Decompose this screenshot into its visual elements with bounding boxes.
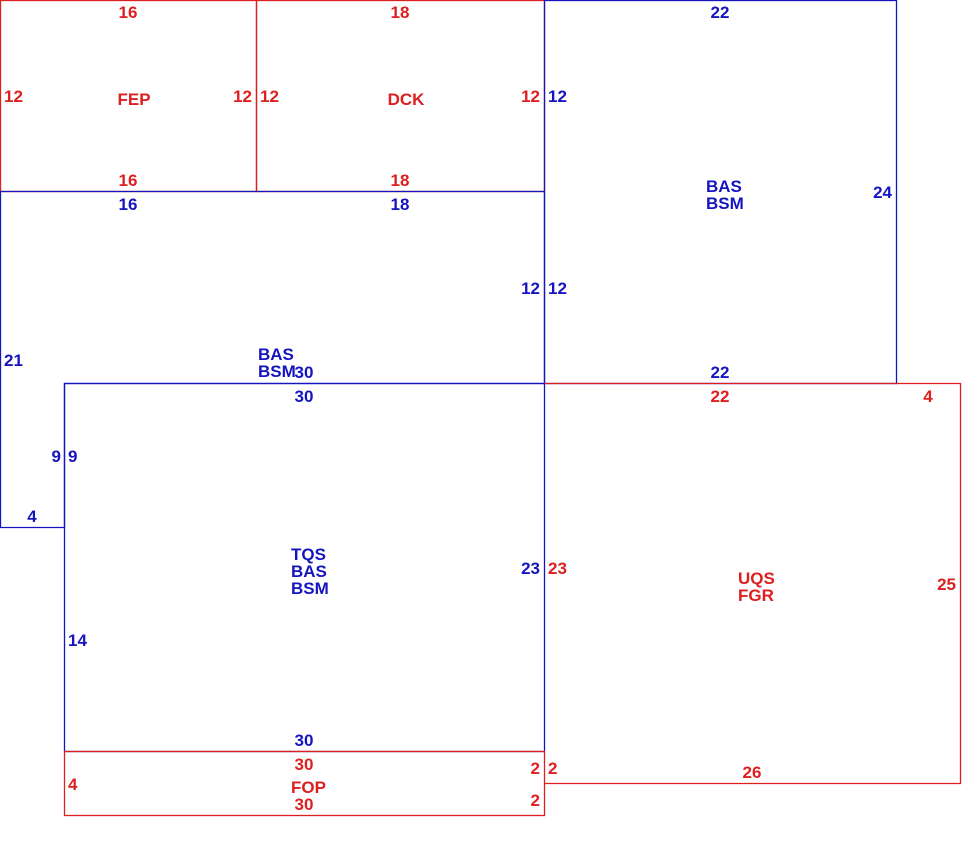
bas-right-dim-right: 24 (873, 183, 892, 202)
uqs-dim-left-lower: 2 (548, 759, 557, 778)
tqs-dim-left-lower: 14 (68, 631, 87, 650)
fep-dim-left: 12 (4, 87, 23, 106)
bas-left-dim-step-horizontal: 4 (27, 507, 37, 526)
dck-dim-top: 18 (391, 3, 410, 22)
bas-right-dim-left-lower: 12 (548, 279, 567, 298)
bas-left-dim-left: 21 (4, 351, 23, 370)
bas-right-code-2: BSM (706, 194, 744, 213)
tqs-dim-left-upper: 9 (68, 447, 77, 466)
fep-dim-top: 16 (119, 3, 138, 22)
uqs-outline[interactable] (544, 382, 962, 785)
dck-dim-left: 12 (260, 87, 279, 106)
bas-left-dim-top-left: 16 (119, 195, 138, 214)
dck-dim-right: 12 (521, 87, 540, 106)
fep-dim-bottom: 16 (119, 171, 138, 190)
tqs-code-3: BSM (291, 579, 329, 598)
bas-left-code-1: BAS (258, 345, 294, 364)
fep-dim-right: 12 (233, 87, 252, 106)
bas-right-dim-bottom: 22 (711, 363, 730, 382)
dck-code: DCK (388, 90, 426, 109)
fop-dim-left: 4 (68, 775, 78, 794)
fop-dim-bottom: 30 (295, 795, 314, 814)
fep-code: FEP (117, 90, 150, 109)
uqs-dim-left: 23 (548, 559, 567, 578)
tqs-code-1: TQS (291, 545, 326, 564)
bas-left-dim-step-vertical: 9 (52, 447, 61, 466)
fop-dim-right-upper: 2 (531, 759, 540, 778)
uqs-code-2: FGR (738, 586, 774, 605)
uqs-code-1: UQS (738, 569, 775, 588)
bas-left-dim-top-right: 18 (391, 195, 410, 214)
bas-right-code-1: BAS (706, 177, 742, 196)
fop-dim-right-lower: 2 (531, 791, 540, 810)
tqs-dim-right: 23 (521, 559, 540, 578)
bas-left-dim-bottom: 30 (295, 363, 314, 382)
bas-left-code-2: BSM (258, 362, 296, 381)
uqs-dim-top: 22 (711, 387, 730, 406)
fop-code: FOP (291, 778, 326, 797)
uqs-dim-right: 25 (937, 575, 956, 594)
uqs-dim-bottom: 26 (743, 763, 762, 782)
tqs-dim-bottom: 30 (295, 731, 314, 750)
bas-right-dim-left-upper: 12 (548, 87, 567, 106)
fop-dim-top: 30 (295, 755, 314, 774)
dck-dim-bottom: 18 (391, 171, 410, 190)
uqs-dim-top-right: 4 (923, 387, 933, 406)
tqs-dim-top: 30 (295, 387, 314, 406)
fop-outline[interactable] (63, 750, 546, 817)
bas-left-dim-right: 12 (521, 279, 540, 298)
bas-right-dim-top: 22 (711, 3, 730, 22)
tqs-code-2: BAS (291, 562, 327, 581)
